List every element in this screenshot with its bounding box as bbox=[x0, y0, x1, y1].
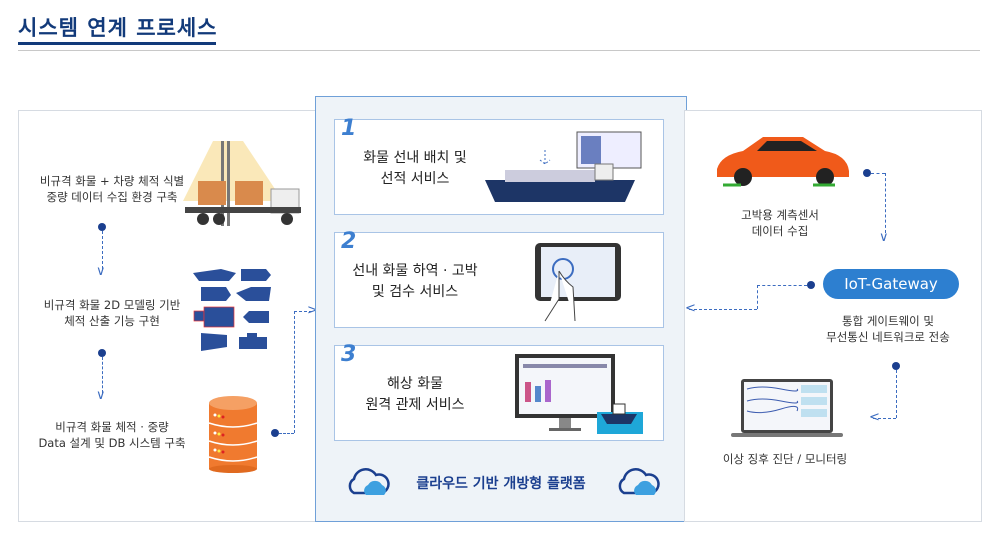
flow-dot bbox=[892, 362, 900, 370]
iot-gateway-badge: IoT-Gateway bbox=[823, 269, 959, 299]
arrow-right-icon: > bbox=[307, 303, 318, 318]
flow-line bbox=[102, 231, 103, 269]
2d-model-shapes-icon bbox=[193, 269, 271, 351]
flow-dot bbox=[98, 349, 106, 357]
arrow-down-icon: ∨ bbox=[879, 230, 889, 245]
flow-line bbox=[294, 311, 312, 312]
divider bbox=[18, 50, 980, 51]
step-number: 3 bbox=[341, 342, 357, 367]
arrow-down-icon: ∨ bbox=[96, 264, 106, 279]
flow-line bbox=[102, 357, 103, 393]
flow-line bbox=[871, 173, 885, 174]
flow-line bbox=[873, 418, 896, 419]
arrow-left-icon: < bbox=[685, 301, 696, 316]
cloud-icon bbox=[618, 468, 660, 495]
flow-dot bbox=[98, 223, 106, 231]
platform-label: 클라우드 기반 개방형 플랫폼 bbox=[416, 476, 586, 492]
truck-icon bbox=[183, 141, 301, 226]
flow-line bbox=[689, 309, 757, 310]
laptop-dashboard-icon bbox=[731, 379, 843, 437]
arrow-left-icon: < bbox=[869, 410, 880, 425]
step-number: 2 bbox=[341, 229, 357, 254]
step-number: 1 bbox=[341, 116, 357, 141]
flow-line bbox=[896, 370, 897, 418]
monitor-text: 이상 징후 진단 / 모니터링 bbox=[722, 452, 848, 466]
flow-dot bbox=[863, 169, 871, 177]
car-sensor-icon bbox=[717, 137, 849, 187]
flow-line bbox=[294, 311, 295, 433]
flow-line bbox=[757, 285, 807, 286]
title-underline bbox=[18, 42, 216, 45]
remote-monitor-icon bbox=[515, 354, 643, 434]
flow-line bbox=[757, 285, 758, 309]
page-title: 시스템 연계 프로세스 bbox=[18, 16, 218, 40]
tablet-touch-icon bbox=[535, 243, 621, 322]
flow-line bbox=[279, 433, 294, 434]
flow-dot bbox=[807, 281, 815, 289]
flow-line bbox=[885, 173, 886, 233]
database-icon bbox=[208, 396, 258, 473]
ship-loading-icon bbox=[485, 131, 642, 202]
flow-dot bbox=[271, 429, 279, 437]
cloud-icon bbox=[348, 468, 390, 495]
arrow-down-icon: ∨ bbox=[96, 388, 106, 403]
